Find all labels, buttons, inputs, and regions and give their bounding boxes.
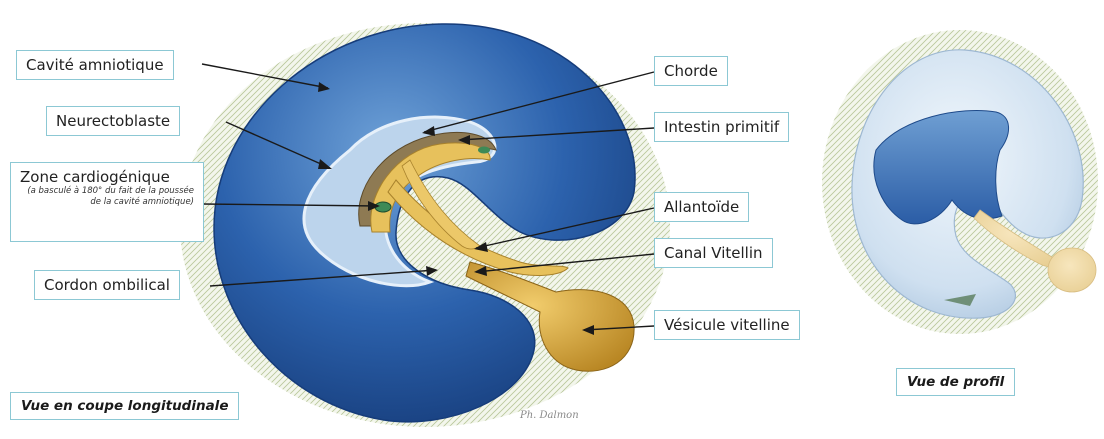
profile-yolk-sac xyxy=(1048,248,1096,292)
label-vitelline-duct: Canal Vitellin xyxy=(654,238,773,268)
label-notochord: Chorde xyxy=(654,56,728,86)
label-allantois: Allantoïde xyxy=(654,192,749,222)
cardiogenic-zone-note: (a basculé à 180° du fait de la poussée … xyxy=(20,186,194,208)
label-yolk-sac: Vésicule vitelline xyxy=(654,310,800,340)
label-cardiogenic-zone: Zone cardiogénique (a basculé à 180° du … xyxy=(10,162,204,242)
artist-signature: Ph. Dalmon xyxy=(520,410,579,421)
chorda-tip-shape xyxy=(478,147,490,154)
section-view-artwork xyxy=(180,23,670,427)
label-neurectoblast: Neurectoblaste xyxy=(46,106,180,136)
profile-view-artwork xyxy=(822,30,1098,334)
caption-longitudinal-section: Vue en coupe longitudinale xyxy=(10,392,239,420)
label-umbilical-cord: Cordon ombilical xyxy=(34,270,180,300)
caption-profile-view: Vue de profil xyxy=(896,368,1015,396)
label-primitive-gut: Intestin primitif xyxy=(654,112,789,142)
label-amniotic-cavity: Cavité amniotique xyxy=(16,50,174,80)
cardiogenic-zone-title: Zone cardiogénique xyxy=(20,168,170,186)
